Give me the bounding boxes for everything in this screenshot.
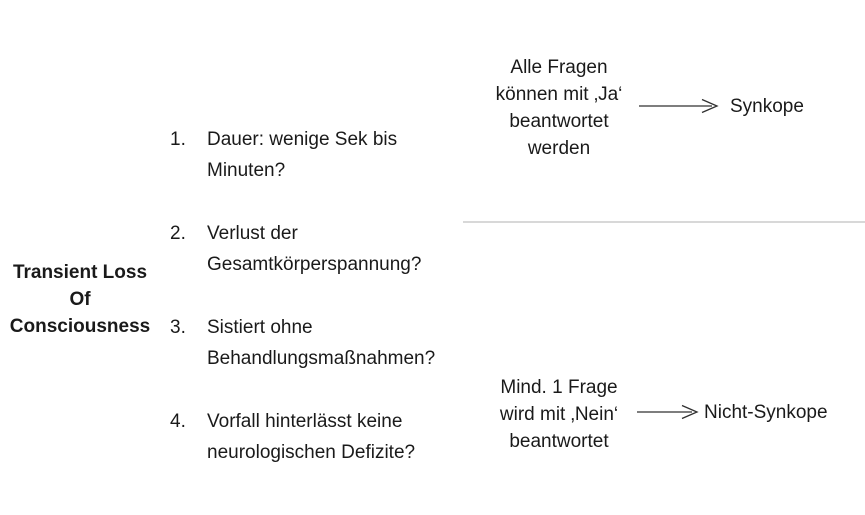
condition-min-one-no: Mind. 1 Frage wird mit ‚Nein‘ beantworte…: [474, 374, 644, 455]
question-number: 2.: [170, 223, 186, 244]
condition-line: Mind. 1 Frage: [500, 377, 618, 398]
result-synkope: Synkope: [730, 96, 804, 117]
question-item-4: 4. Vorfall hinterlässt keine neurologisc…: [170, 406, 460, 468]
right-arrow-icon: [639, 98, 719, 114]
question-text: Dauer: wenige Sek bis Minuten?: [207, 129, 398, 181]
right-arrow-icon: [637, 404, 699, 420]
result-nicht-synkope: Nicht-Synkope: [704, 402, 828, 423]
condition-line: Alle Fragen: [510, 57, 608, 78]
root-label-line: Of: [69, 289, 91, 310]
condition-line: können mit ‚Ja‘: [495, 84, 623, 105]
root-label-line: Consciousness: [9, 316, 151, 337]
question-text: Sistiert ohne Behandlungsmaßnahmen?: [207, 317, 436, 369]
root-label: Transient Loss Of Consciousness: [0, 259, 160, 340]
question-text: Vorfall hinterlässt keine neurologischen…: [207, 411, 416, 463]
question-item-1: 1. Dauer: wenige Sek bis Minuten?: [170, 124, 460, 186]
root-label-line: Transient Loss: [12, 262, 148, 283]
question-number: 1.: [170, 129, 186, 150]
condition-line: wird mit ‚Nein‘: [499, 404, 619, 425]
question-number: 3.: [170, 317, 186, 338]
question-item-3: 3. Sistiert ohne Behandlungsmaßnahmen?: [170, 312, 460, 374]
condition-all-yes: Alle Fragen können mit ‚Ja‘ beantwortet …: [474, 54, 644, 162]
arrow-to-synkope: [638, 96, 720, 116]
arrow-to-nicht-synkope: [636, 402, 700, 422]
condition-line: beantwortet: [509, 111, 609, 132]
condition-line: werden: [527, 138, 591, 159]
question-item-2: 2. Verlust der Gesamtkörperspannung?: [170, 218, 460, 280]
question-text: Verlust der Gesamtkörperspannung?: [207, 223, 422, 275]
branch-divider: [463, 221, 865, 223]
condition-line: beantwortet: [509, 431, 609, 452]
question-list: 1. Dauer: wenige Sek bis Minuten? 2. Ver…: [170, 124, 460, 500]
question-number: 4.: [170, 411, 186, 432]
